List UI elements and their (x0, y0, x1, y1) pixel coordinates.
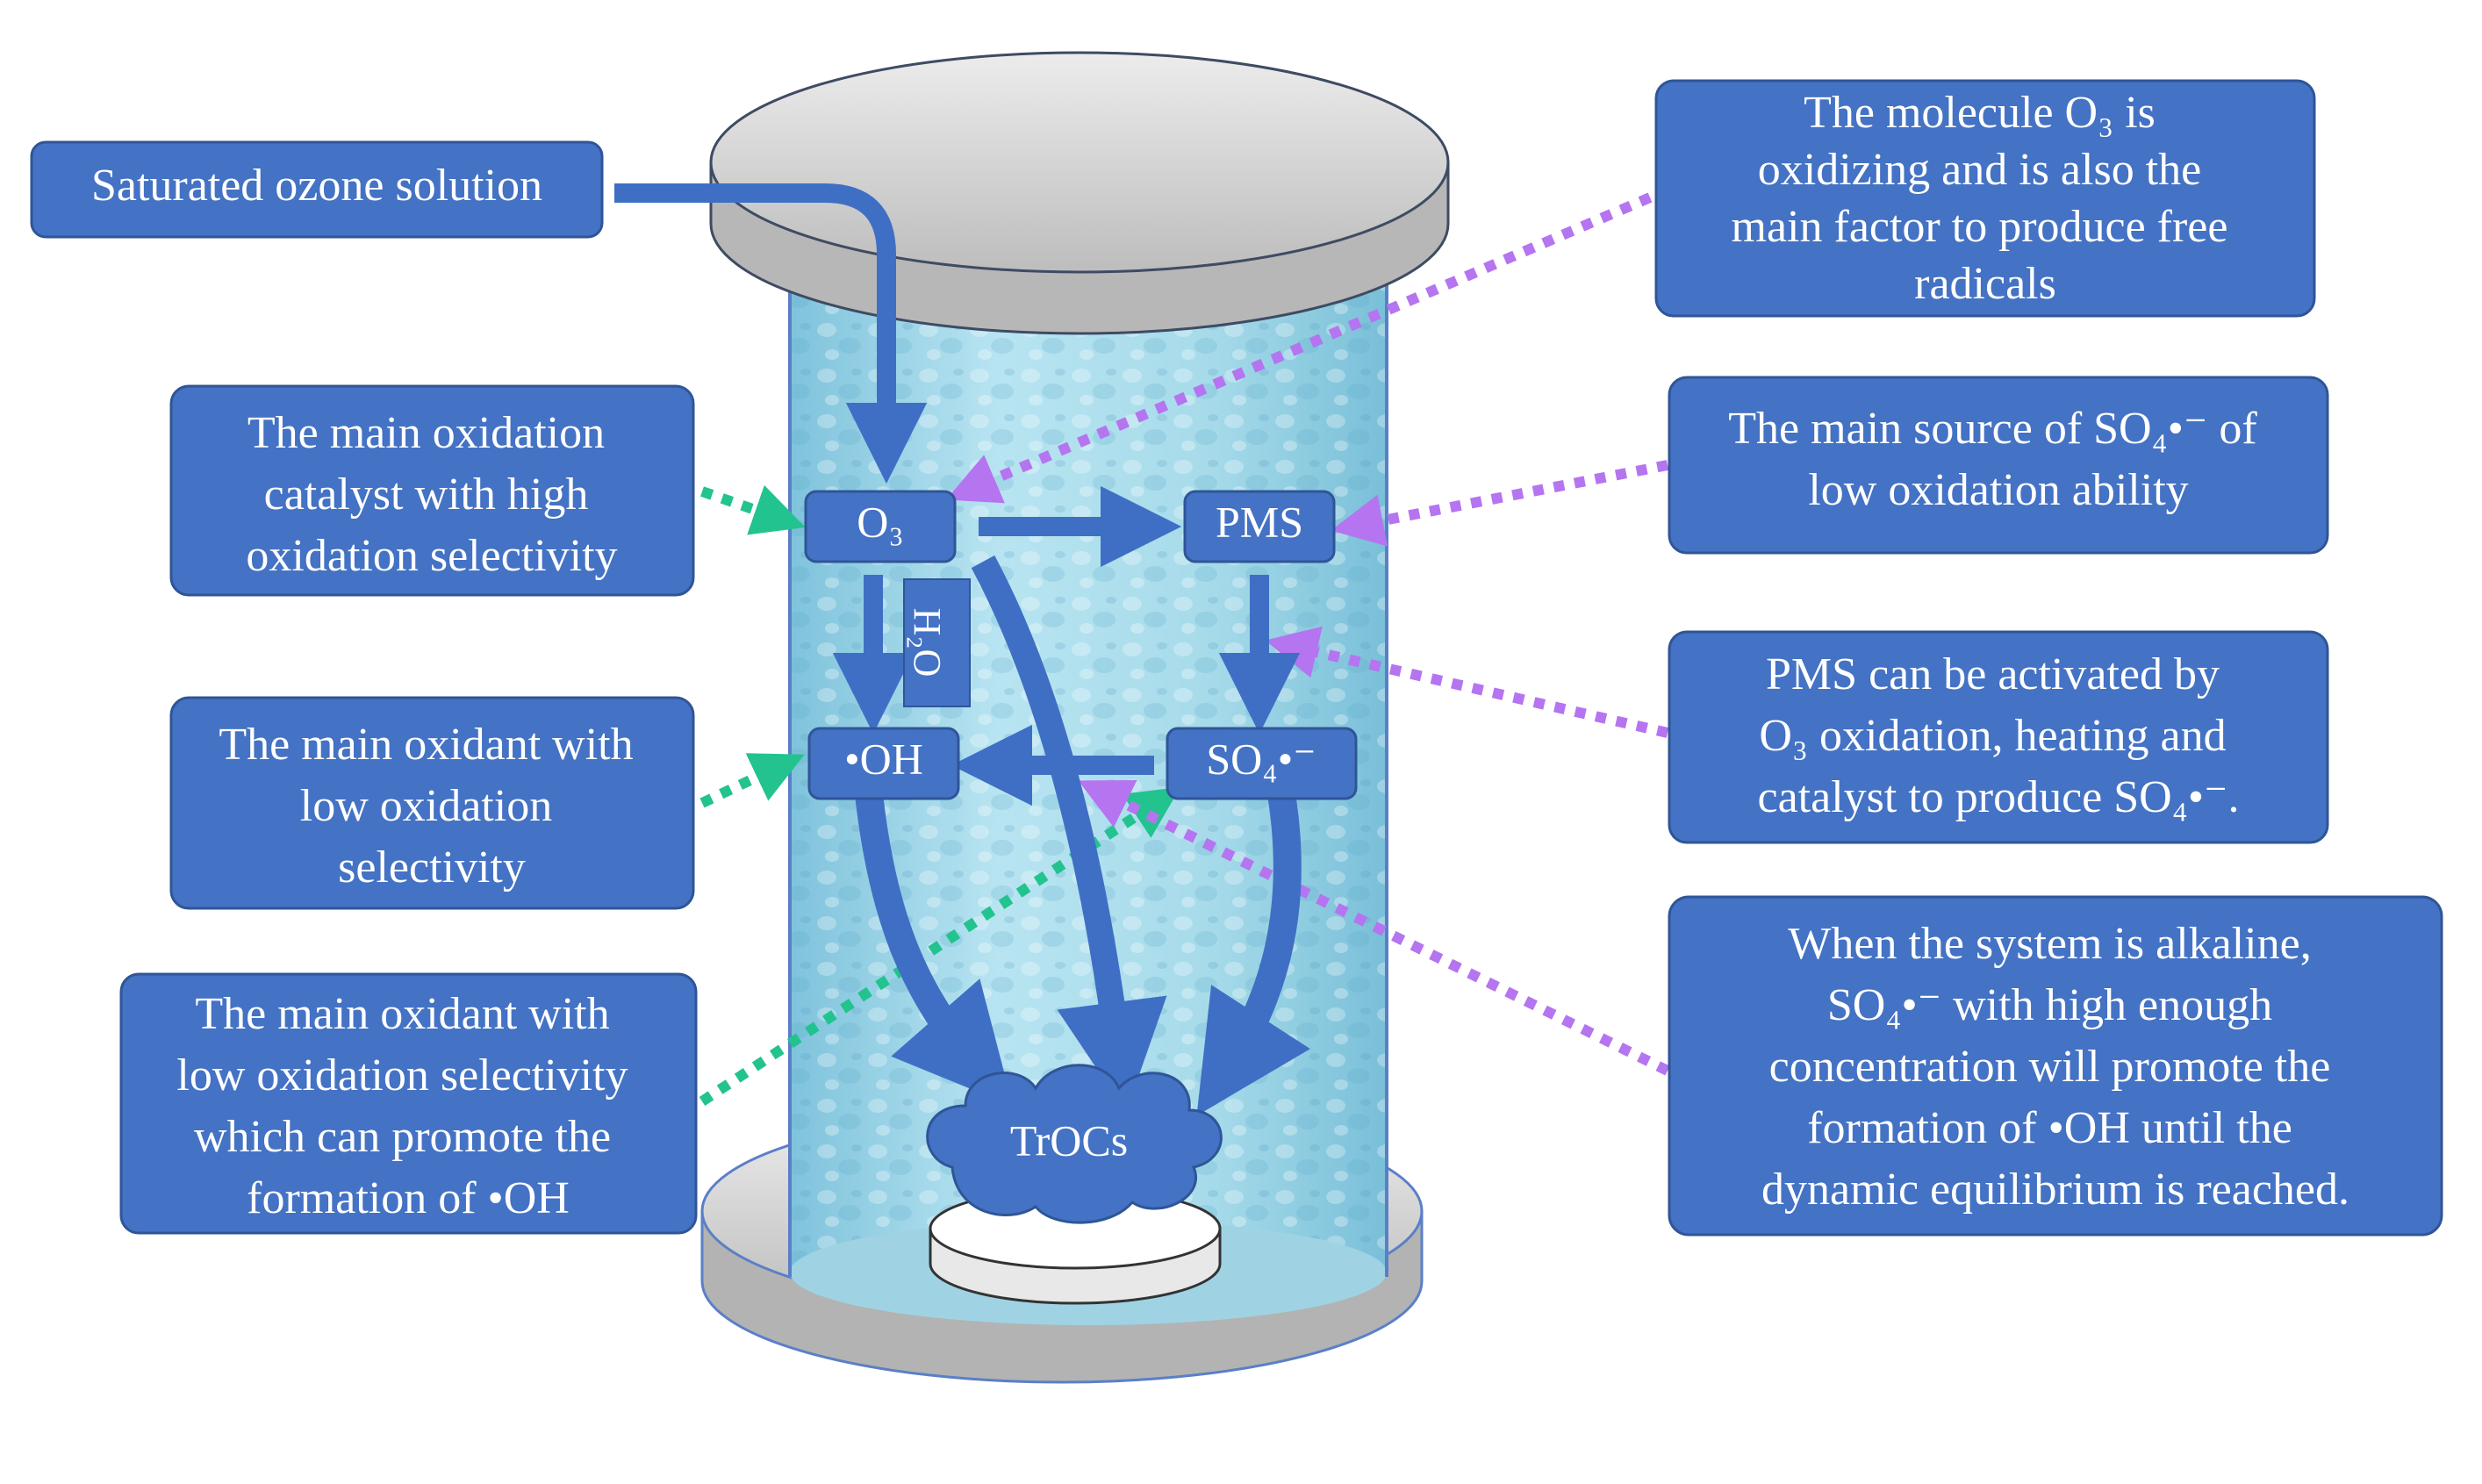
h2o-text: H₂O (906, 608, 949, 677)
note-left-so4: The main oxidant with low oxidation sele… (119, 972, 698, 1235)
note-right-activation: PMS can be activated by O₃ oxidation, he… (1668, 630, 2329, 844)
svg-text:•OH: •OH (844, 734, 923, 783)
arrow-oh-to-trocs (855, 792, 1014, 1107)
node-so4: SO₄•⁻ (1166, 727, 1358, 800)
link-right-activation (1265, 626, 1669, 738)
note-left-catalyst: The main oxidation catalyst with high ox… (169, 384, 695, 597)
arrow-so4-to-trocs (1196, 792, 1310, 1116)
svg-text:TrOCs: TrOCs (1010, 1115, 1128, 1165)
svg-text:The main oxidant with lo: The main oxidant with low oxidation sele… (219, 720, 644, 893)
link-oh-note-to-oh (699, 753, 805, 808)
annotation-links (699, 192, 1670, 1107)
link-catalyst-to-o3 (700, 484, 806, 535)
svg-text:PMS: PMS (1216, 497, 1303, 546)
link-right-alkaline (1078, 779, 1670, 1076)
svg-text:The main source of SO₄•⁻ of: The main source of SO₄•⁻ of low oxidatio… (1728, 404, 2268, 515)
svg-text:The main oxidant with lo: The main oxidant with low oxidation sele… (176, 989, 639, 1223)
node-trocs: TrOCs (926, 1064, 1223, 1224)
node-pms: PMS (1183, 490, 1336, 563)
inlet-arrow (614, 183, 928, 484)
link-right-o3 (945, 192, 1653, 504)
svg-text:The main oxidation catal: The main oxidation catalyst with high ox… (246, 408, 617, 581)
svg-text:When the system is alkaline,: When the system is alkaline, SO₄•⁻ with … (1761, 919, 2349, 1215)
note-right-pms: The main source of SO₄•⁻ of low oxidatio… (1668, 376, 2329, 555)
note-right-alkaline: When the system is alkaline, SO₄•⁻ with … (1668, 895, 2443, 1237)
note-right-o3: The molecule O₃ is oxidizing and is also… (1654, 79, 2316, 318)
note-left-oh: The main oxidant with low oxidation sele… (169, 696, 695, 910)
arrow-o3-to-trocs (971, 555, 1167, 1113)
reaction-arrows (614, 183, 1310, 1116)
svg-text:O₃: O₃ (857, 497, 904, 546)
node-o3: O₃ (804, 490, 957, 563)
h2o-label: H₂O (903, 578, 971, 707)
inlet-label: Saturated ozone solution (30, 140, 604, 239)
svg-text:PMS can be activated by: PMS can be activated by O₃ oxidation, he… (1758, 649, 2240, 822)
svg-text:Saturated ozone solution: Saturated ozone solution (91, 161, 542, 211)
node-oh: •OH (807, 727, 960, 800)
link-right-pms (1331, 460, 1669, 547)
link-so4-note (699, 786, 1181, 1107)
svg-text:The molecule O₃ is oxidi: The molecule O₃ is oxidizing and is also… (1732, 88, 2240, 309)
svg-text:SO₄•⁻: SO₄•⁻ (1206, 734, 1316, 783)
